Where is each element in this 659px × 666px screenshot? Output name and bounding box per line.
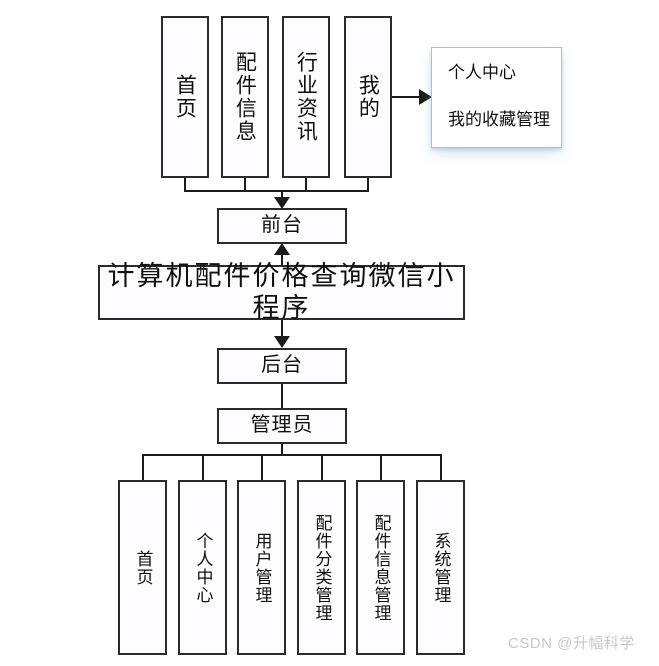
- backend-node[interactable]: 后台: [217, 348, 347, 384]
- connector-title-to-frontend: [281, 252, 283, 266]
- system-title-node[interactable]: 计算机配件价格查询微信小程序: [98, 261, 465, 323]
- backend-module-1-label: 个人中心: [193, 531, 213, 604]
- backend-module-0[interactable]: 首页: [118, 480, 167, 655]
- drop-backend-2: [261, 454, 263, 480]
- arrow-title-to-frontend: [274, 243, 290, 255]
- drop-frontend-0: [184, 178, 186, 191]
- csdn-watermark: CSDN @升幅科学: [508, 635, 635, 652]
- drop-frontend-2: [305, 178, 307, 191]
- arrow-bus-to-frontend: [274, 197, 290, 209]
- personal-center-panel[interactable]: 个人中心 我的收藏管理: [431, 47, 562, 148]
- frontend-module-1-label: 配件信息: [233, 51, 258, 143]
- connector-backend-to-admin: [281, 384, 283, 408]
- page-title: 计算机配件价格查询微信小程序: [107, 260, 456, 323]
- drop-frontend-1: [244, 178, 246, 191]
- frontend-node[interactable]: 前台: [217, 208, 347, 244]
- drop-backend-1: [202, 454, 204, 480]
- personal-center-panel-line2: 我的收藏管理: [448, 109, 550, 129]
- connector-bus-to-frontend: [281, 190, 283, 202]
- backend-module-3[interactable]: 配件分类管理: [297, 480, 346, 655]
- frontend-module-2[interactable]: 行业资讯: [282, 16, 330, 178]
- drop-backend-4: [380, 454, 382, 480]
- backend-module-3-label: 配件分类管理: [312, 513, 332, 622]
- frontend-module-1[interactable]: 配件信息: [221, 16, 269, 178]
- backend-module-4[interactable]: 配件信息管理: [356, 480, 405, 655]
- arrow-title-to-backend: [274, 336, 290, 348]
- backend-node-label: 后台: [261, 354, 303, 377]
- frontend-module-2-label: 行业资讯: [294, 51, 319, 143]
- drop-backend-3: [321, 454, 323, 480]
- backend-module-2-label: 用户管理: [252, 531, 272, 604]
- backend-module-5[interactable]: 系统管理: [416, 480, 465, 655]
- backend-module-1[interactable]: 个人中心: [178, 480, 227, 655]
- bus-backend: [142, 454, 442, 456]
- frontend-module-3-label: 我的: [356, 74, 381, 120]
- bus-frontend: [184, 190, 369, 192]
- backend-module-5-label: 系统管理: [431, 531, 451, 604]
- backend-module-0-label: 首页: [133, 549, 153, 586]
- frontend-module-3[interactable]: 我的: [344, 16, 392, 178]
- personal-center-panel-line1: 个人中心: [448, 63, 516, 82]
- admin-node-label: 管理员: [250, 414, 314, 437]
- frontend-module-0[interactable]: 首页: [161, 16, 209, 178]
- frontend-module-0-label: 首页: [173, 74, 198, 120]
- drop-backend-5: [440, 454, 442, 480]
- arrow-mine-to-panel: [419, 89, 432, 105]
- admin-node[interactable]: 管理员: [217, 408, 347, 444]
- drop-frontend-3: [367, 178, 369, 191]
- connector-title-to-backend: [281, 320, 283, 338]
- frontend-node-label: 前台: [261, 214, 303, 237]
- backend-module-4-label: 配件信息管理: [371, 513, 391, 622]
- drop-backend-0: [142, 454, 144, 480]
- connector-mine-to-panel: [392, 96, 420, 98]
- connector-admin-to-bus: [281, 444, 283, 456]
- backend-module-2[interactable]: 用户管理: [237, 480, 286, 655]
